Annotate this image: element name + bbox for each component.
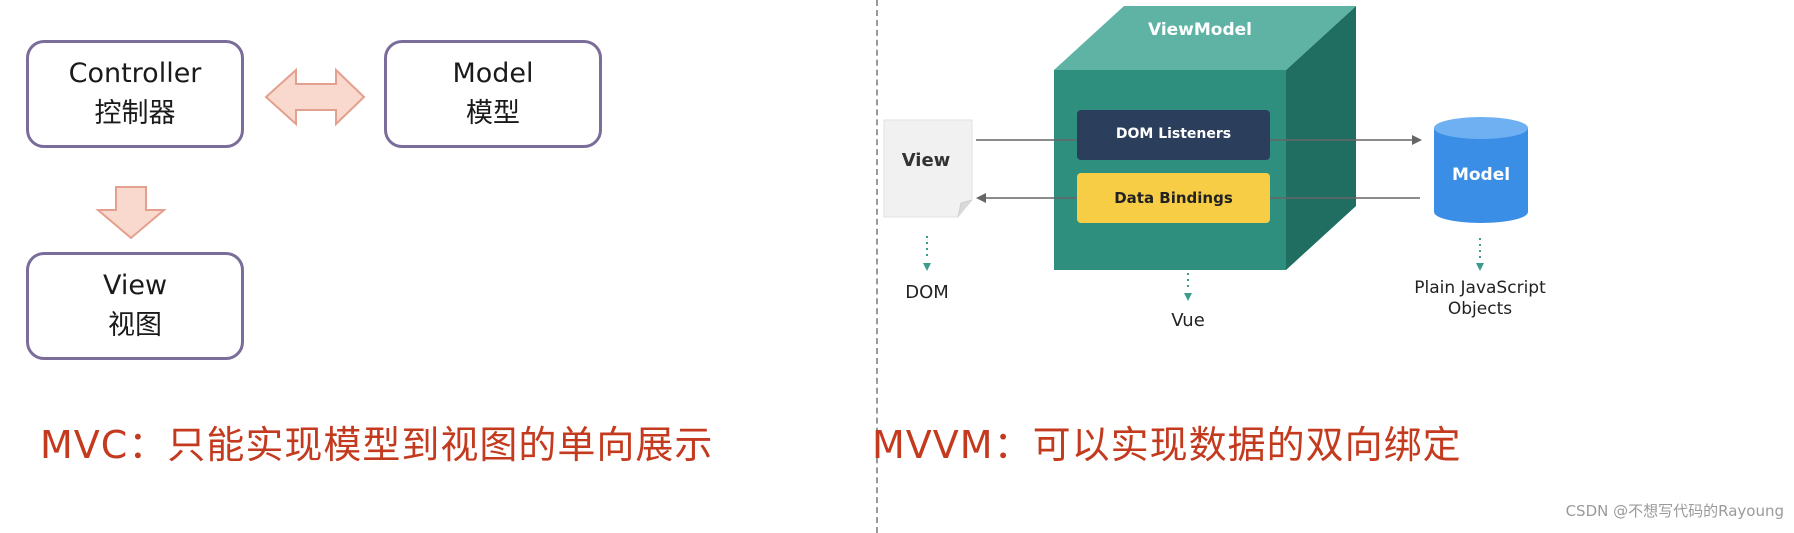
down-arrow: [98, 187, 164, 238]
viewmodel-label: ViewModel: [1115, 20, 1285, 40]
view-label: View: [884, 150, 968, 171]
dom-arrowhead: [923, 263, 931, 271]
arrowhead-to-view: [976, 193, 986, 203]
plain-js-line1: Plain JavaScript: [1405, 277, 1555, 299]
cube-front: [1054, 70, 1286, 270]
dom-listeners-label: DOM Listeners: [1077, 126, 1270, 142]
vue-label: Vue: [1156, 310, 1220, 332]
model-cylinder-top: [1434, 117, 1528, 139]
vue-arrowhead: [1184, 293, 1192, 301]
watermark: CSDN @不想写代码的Rayoung: [1566, 500, 1784, 521]
plain-js-line2: Objects: [1405, 298, 1555, 320]
dom-label: DOM: [890, 282, 964, 304]
data-bindings-label: Data Bindings: [1077, 189, 1270, 207]
mvvm-caption: MVVM：可以实现数据的双向绑定: [872, 414, 1462, 469]
arrowhead-to-model: [1412, 135, 1422, 145]
objects-arrowhead: [1476, 263, 1484, 271]
model-cylinder-label: Model: [1434, 165, 1528, 185]
bidirectional-arrow: [266, 70, 364, 124]
model-cylinder-bottom: [1434, 201, 1528, 223]
